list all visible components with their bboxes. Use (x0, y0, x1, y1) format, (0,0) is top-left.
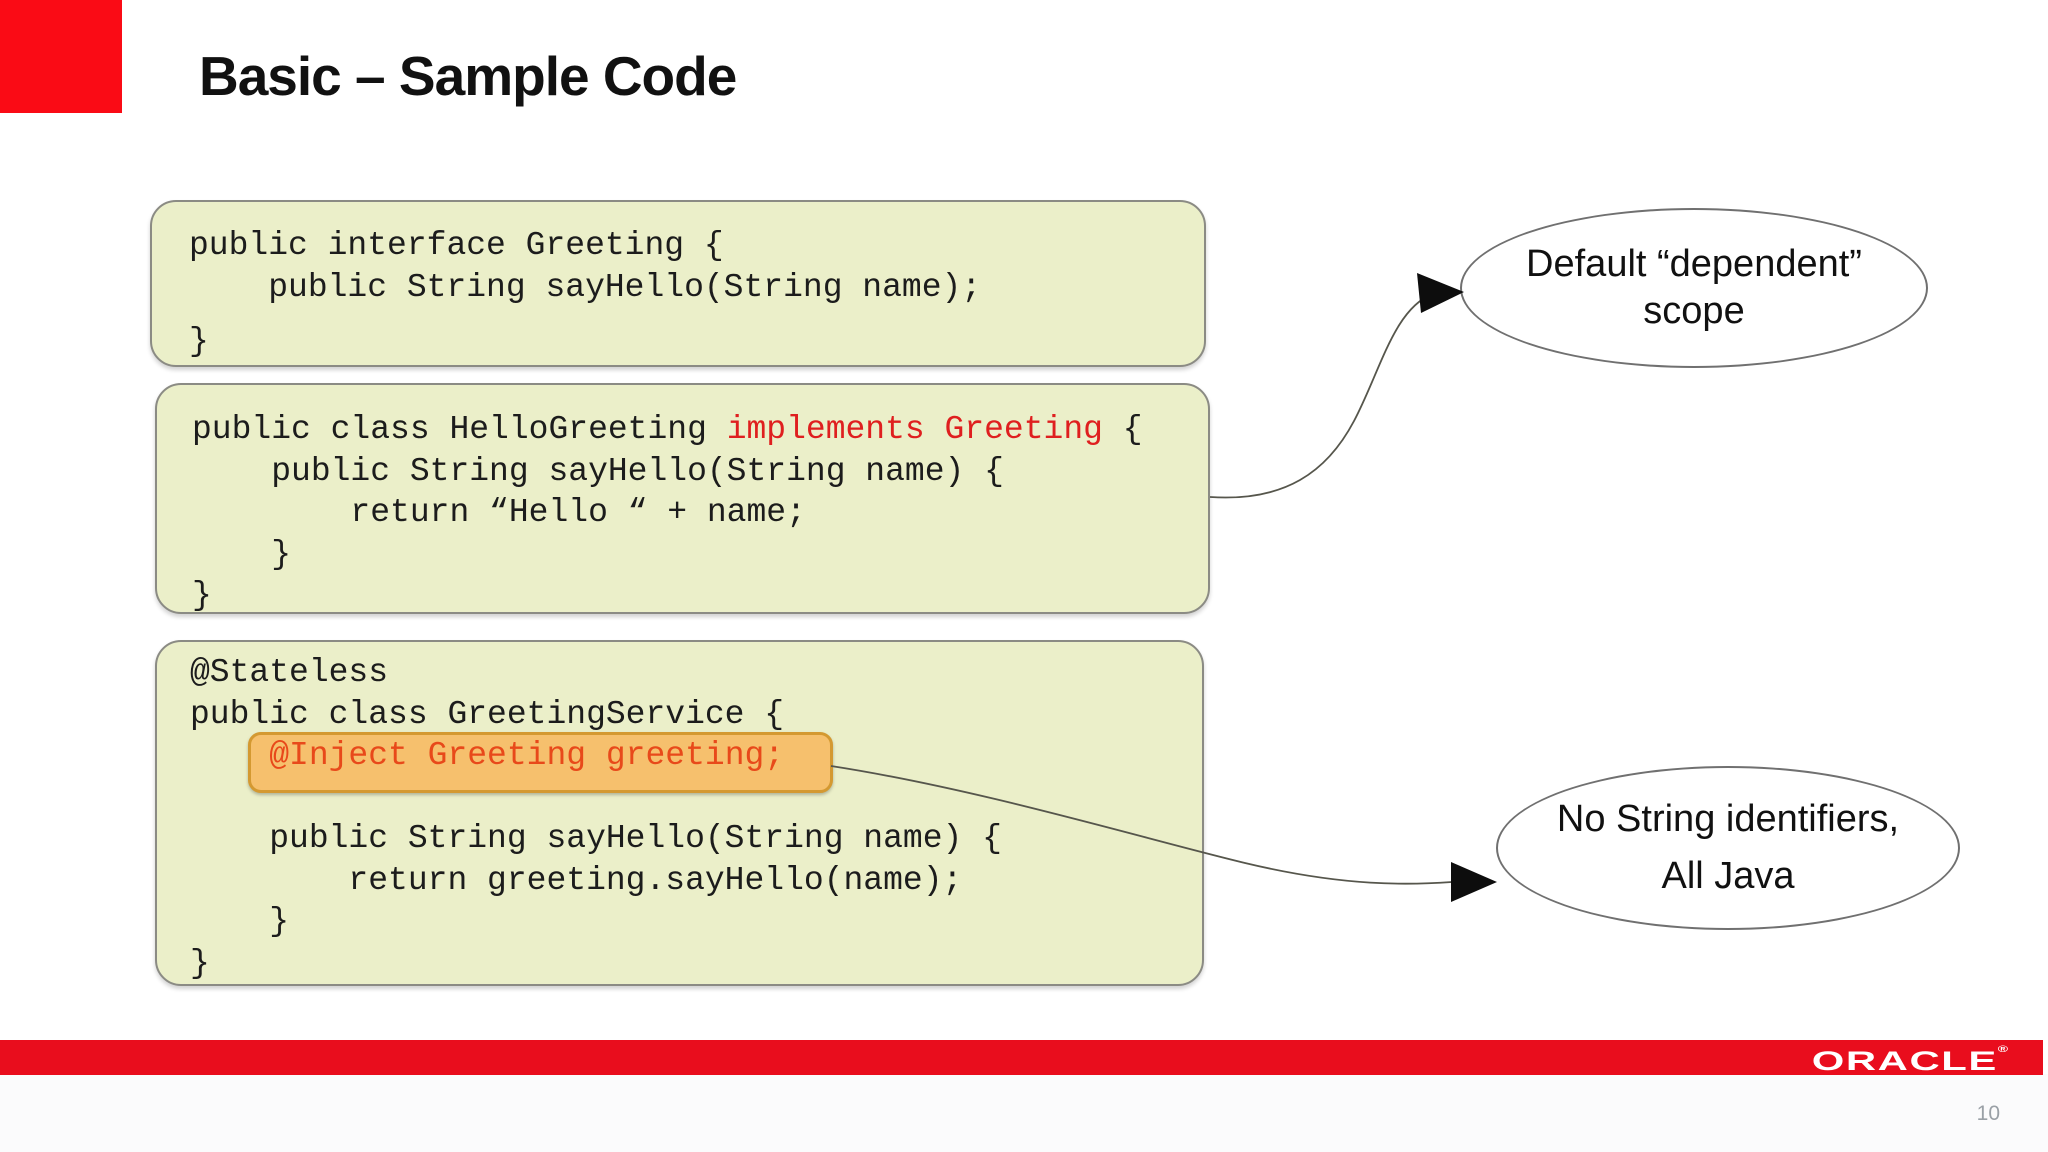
inject-highlight-box (248, 732, 833, 793)
code-line: public class GreetingService { (190, 695, 785, 733)
code-line: } (190, 903, 290, 940)
code-line: public class HelloGreeting implements Gr… (192, 411, 1143, 448)
code-line: public interface Greeting { (189, 227, 724, 264)
callout-dependent-scope: Default “dependent” scope (1460, 208, 1928, 368)
code-line: @Inject Greeting greeting; (269, 737, 785, 774)
callout-no-string-identifiers: No String identifiers, All Java (1496, 766, 1960, 930)
code-line: public String sayHello(String name) { (190, 820, 1002, 857)
connector-line-dependent-scope (1209, 293, 1434, 499)
code-line: } (190, 944, 210, 982)
arrowhead-icon (1451, 862, 1497, 902)
code-line: } (192, 577, 212, 614)
oracle-logo: ORACLE® (1812, 1044, 2010, 1077)
footer-bar: ORACLE® (0, 1040, 2043, 1077)
page-number: 10 (1976, 1102, 2000, 1125)
callout-line: Default “dependent” (1526, 243, 1862, 285)
code-line: } (189, 323, 209, 360)
code-line: @Stateless (190, 654, 389, 691)
code-block-hello-greeting: public class HelloGreeting implements Gr… (155, 383, 1210, 614)
registered-mark: ® (1998, 1044, 2010, 1054)
oracle-logo-text: ORACLE (1812, 1046, 1999, 1076)
brand-corner-square (0, 0, 122, 113)
code-line: public String sayHello(String name); (189, 268, 982, 306)
callout-line: All Java (1661, 855, 1795, 897)
code-line: return “Hello “ + name; (192, 494, 806, 531)
code-line: public String sayHello(String name) { (192, 452, 1004, 490)
callout-line: scope (1643, 290, 1745, 332)
code-block-greeting-interface: public interface Greeting { public Strin… (150, 200, 1206, 367)
code-block-greeting-service: @Stateless public class GreetingService {… (155, 640, 1204, 986)
code-line: return greeting.sayHello(name); (190, 861, 963, 899)
code-line (190, 777, 1202, 819)
slide-title: Basic – Sample Code (199, 45, 737, 107)
arrowhead-icon (1417, 273, 1464, 313)
callout-line: No String identifiers, (1556, 798, 1900, 840)
footer-strip (0, 1074, 2048, 1152)
code-line: } (192, 535, 292, 573)
